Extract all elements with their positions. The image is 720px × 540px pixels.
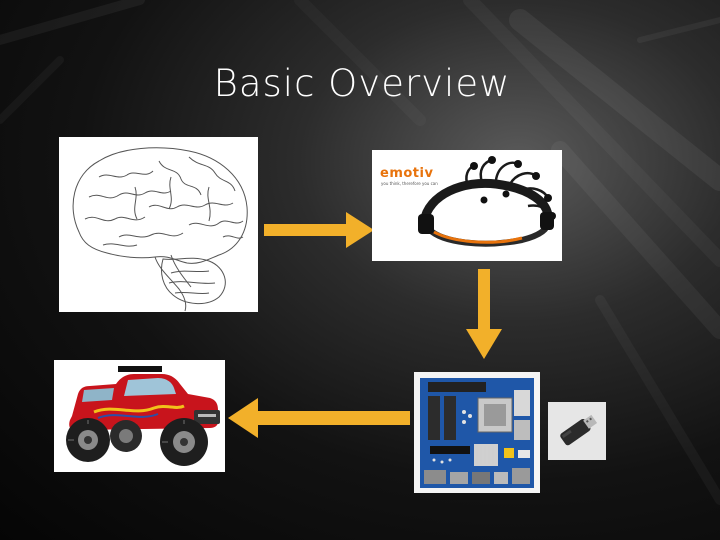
arrow-down-icon <box>466 269 502 359</box>
emotiv-headset-image: emotiv you think, therefore you can <box>372 150 562 261</box>
slide-title: Basic Overview <box>213 62 511 105</box>
brain-image <box>59 137 258 312</box>
arrow-right-icon <box>264 212 374 248</box>
emotiv-logo: emotiv <box>380 166 434 181</box>
motherboard-image <box>414 372 540 493</box>
arrow-left-icon <box>228 398 410 438</box>
usb-dongle-image <box>548 402 606 460</box>
rc-truck-image <box>54 360 225 472</box>
emotiv-tagline: you think, therefore you can <box>381 181 438 186</box>
